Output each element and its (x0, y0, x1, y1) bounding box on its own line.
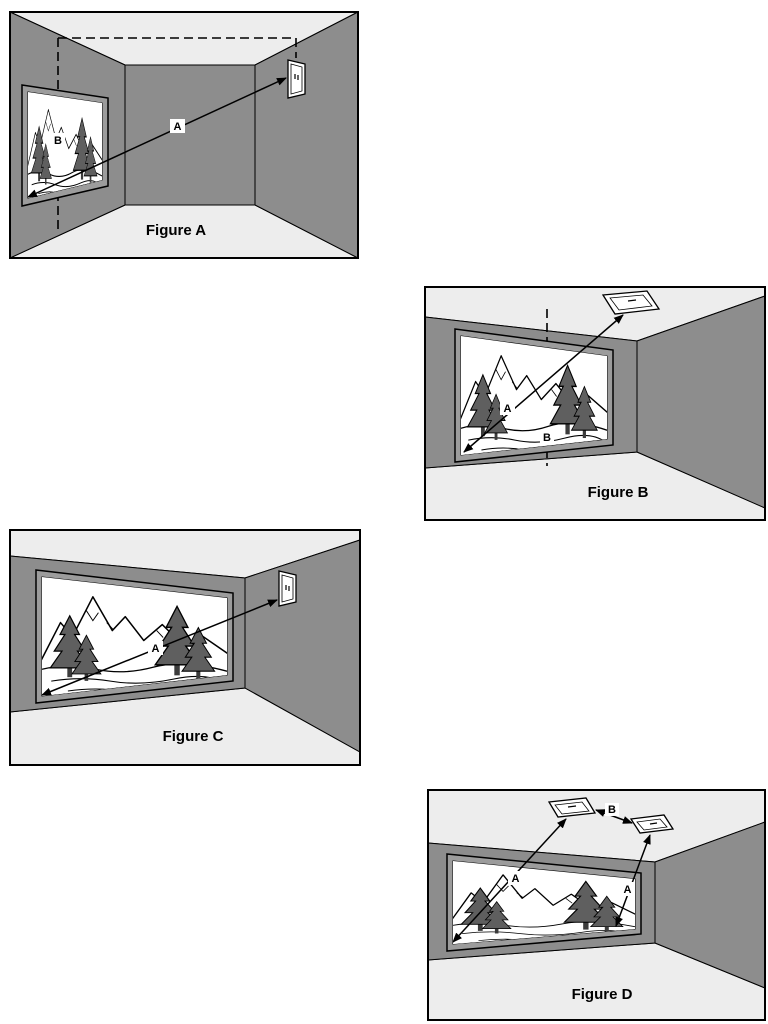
label-box-c-a (148, 641, 163, 655)
room-a-back-wall (124, 64, 256, 206)
figure-d-diagram: B A A Figure D (427, 789, 766, 1021)
measure-label-a-a: A (174, 121, 182, 133)
ceiling-mount-plate-icon-d-right (629, 814, 675, 834)
figure-c-caption: Figure C (163, 728, 224, 745)
measure-label-a-b: B (54, 135, 62, 147)
measure-arrow-a-a (27, 77, 287, 198)
figure-a-caption: Figure A (146, 222, 206, 239)
label-box-d-a-left (508, 871, 523, 885)
power-outlet-icon-c (278, 570, 297, 607)
measure-arrow-d-b (595, 809, 633, 824)
measure-label-b-a: A (504, 403, 512, 415)
measure-label-d-a-left: A (512, 873, 520, 885)
label-box-d-b (605, 803, 619, 816)
ceiling-mount-plate-icon-b (601, 290, 661, 315)
measure-label-b-b: B (543, 432, 551, 444)
measure-label-d-a-right: A (624, 884, 632, 896)
ceiling-mount-plate-icon-d-left (547, 797, 597, 818)
label-box-b-a (500, 401, 515, 415)
figure-b-diagram: A B Figure B (424, 286, 766, 521)
measure-arrow-b-a (463, 314, 624, 453)
figure-a-diagram: A B Figure A (9, 11, 359, 259)
projection-screen-c (35, 569, 234, 704)
label-box-d-a-right (620, 882, 635, 896)
figure-b-caption: Figure B (588, 484, 649, 501)
figure-c-diagram: A Figure C (9, 529, 361, 766)
power-outlet-icon-a (287, 59, 306, 99)
projection-screen-b (454, 328, 614, 463)
figure-d-border (427, 789, 766, 1021)
measure-label-d-b: B (608, 804, 616, 816)
label-box-a-b (51, 133, 65, 147)
figure-a-border (9, 11, 359, 259)
label-box-b-b (540, 430, 554, 444)
measure-label-c-a: A (152, 643, 160, 655)
figure-d-caption: Figure D (572, 986, 633, 1003)
figure-c-border (9, 529, 361, 766)
measure-arrow-d-a-right (615, 834, 651, 927)
label-box-a-a (170, 119, 185, 133)
figure-b-border (424, 286, 766, 521)
